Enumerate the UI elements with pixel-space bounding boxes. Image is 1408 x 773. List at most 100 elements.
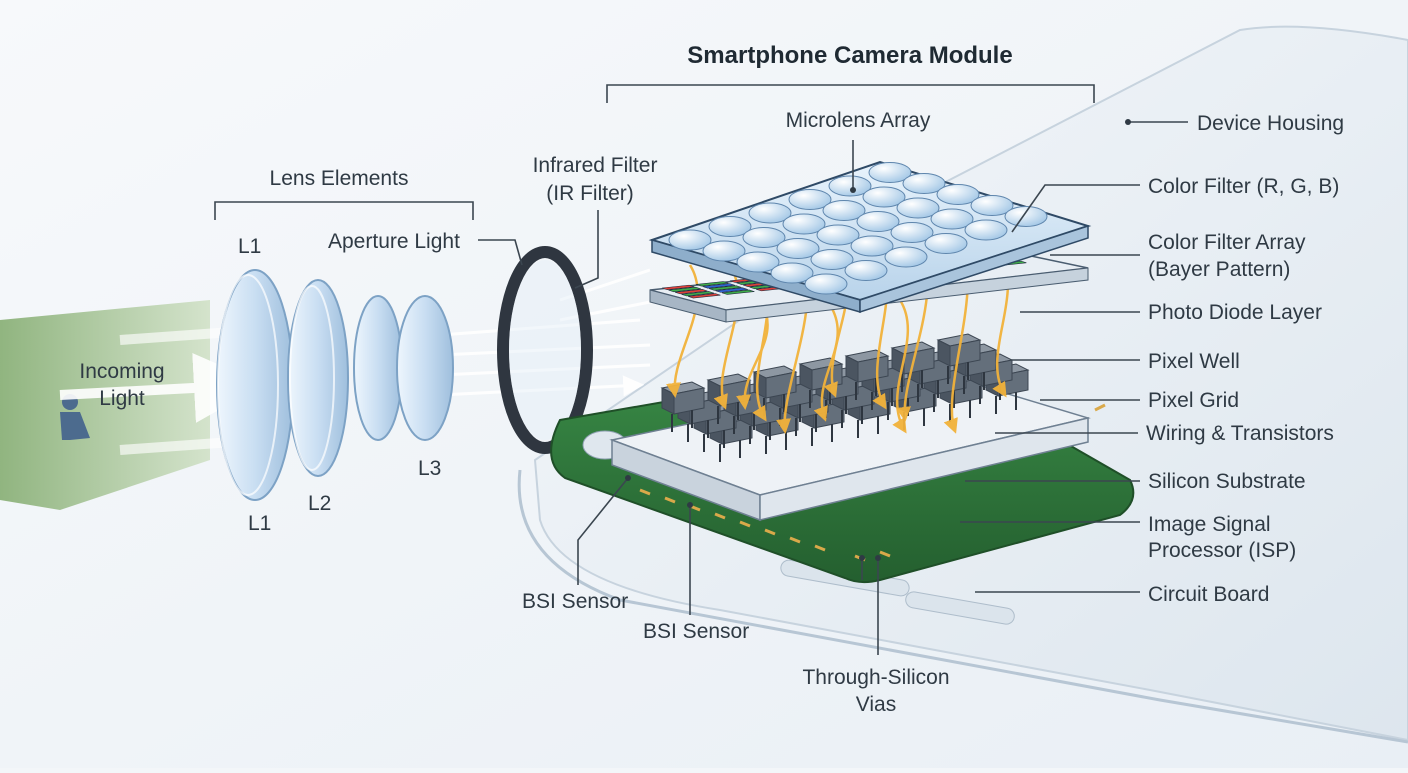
module-bracket bbox=[606, 84, 1095, 103]
bayer-cell bbox=[674, 289, 708, 295]
microlens-dome bbox=[668, 229, 712, 251]
leader-aperture-light bbox=[478, 239, 523, 266]
pixel-transistor-wire bbox=[703, 430, 725, 452]
microlens-dome bbox=[890, 222, 934, 243]
microlens-dome bbox=[896, 197, 940, 219]
light-path bbox=[713, 264, 739, 410]
microlens-dome bbox=[708, 216, 752, 237]
label-l1-top: L1 bbox=[238, 235, 261, 258]
bayer-cell bbox=[681, 291, 714, 297]
label-ir-filter-line2: (IR Filter) bbox=[546, 182, 634, 205]
label-color-filter-array-line2: (Bayer Pattern) bbox=[1148, 258, 1290, 281]
side-button-2 bbox=[905, 591, 1015, 625]
pixel-transistor-wire bbox=[841, 406, 863, 428]
microlens-dome bbox=[776, 238, 820, 259]
microlens-dome bbox=[856, 211, 900, 232]
label-microlens-array: Microlens Array bbox=[786, 109, 931, 132]
lens-elements-bracket bbox=[214, 201, 474, 220]
pixel-transistor-wire bbox=[963, 372, 985, 394]
label-l3: L3 bbox=[418, 457, 441, 480]
outdoor-scene bbox=[0, 300, 210, 510]
dot-device-housing bbox=[1125, 119, 1131, 125]
pixel-transistor-wire bbox=[671, 410, 693, 432]
leader-color-filter-rgb bbox=[1011, 184, 1140, 233]
pixel-transistor-wire bbox=[947, 362, 969, 384]
dot-bsi-sensor-2 bbox=[687, 502, 693, 508]
microlens-dome bbox=[902, 173, 946, 194]
microlens-dome bbox=[828, 175, 872, 197]
pixel-transistor-wire bbox=[765, 432, 787, 454]
label-lens-elements: Lens Elements bbox=[270, 167, 409, 190]
pixel-transistor-wire bbox=[749, 422, 771, 444]
label-tsv-line2: Vias bbox=[856, 693, 896, 716]
lens-element-l1 bbox=[216, 269, 294, 501]
lens-element-l3 bbox=[353, 295, 454, 441]
bayer-cell bbox=[687, 293, 721, 299]
bayer-cell bbox=[661, 284, 695, 290]
label-tsv-line1: Through-Silicon bbox=[802, 666, 949, 689]
label-wiring-transistors: Wiring & Transistors bbox=[1146, 422, 1334, 445]
pixel-transistor-wire bbox=[917, 380, 939, 402]
light-path bbox=[666, 264, 699, 398]
label-bsi-sensor-1: BSI Sensor bbox=[522, 590, 628, 613]
microlens-dome bbox=[936, 184, 980, 205]
label-aperture-light: Aperture Light bbox=[328, 230, 460, 253]
label-l2: L2 bbox=[308, 492, 331, 515]
bayer-cell bbox=[695, 281, 729, 287]
pixel-transistor-wire bbox=[811, 424, 833, 446]
leader-ir-filter bbox=[574, 210, 599, 289]
microlens-dome bbox=[862, 186, 906, 208]
label-incoming-light-line1: Incoming bbox=[79, 360, 164, 383]
device-housing-edge bbox=[517, 469, 1408, 744]
dot-bsi-sensor-1 bbox=[625, 475, 631, 481]
microlens-dome bbox=[788, 189, 832, 210]
bayer-cell bbox=[721, 289, 755, 295]
pixel-transistor-wire bbox=[857, 416, 879, 438]
microlens-dome bbox=[1004, 206, 1048, 227]
label-color-filter-rgb: Color Filter (R, G, B) bbox=[1148, 175, 1339, 198]
microlens-dome bbox=[782, 213, 826, 235]
bayer-cell bbox=[668, 286, 701, 293]
microlens-dome bbox=[850, 235, 894, 257]
label-isp-line1: Image Signal bbox=[1148, 513, 1271, 536]
label-ir-filter-line1: Infrared Filter bbox=[533, 154, 658, 177]
label-device-housing: Device Housing bbox=[1197, 112, 1344, 135]
light-path bbox=[813, 304, 839, 422]
diagram-title: Smartphone Camera Module bbox=[687, 42, 1012, 69]
microlens-dome bbox=[748, 202, 792, 224]
microlens-dome bbox=[822, 200, 866, 221]
pixel-transistor-wire bbox=[995, 392, 1017, 414]
microlens-dome bbox=[884, 246, 928, 268]
microlens-array bbox=[648, 160, 1092, 314]
bayer-cell bbox=[715, 287, 748, 293]
label-l1-bottom: L1 bbox=[248, 512, 271, 535]
leader-bsi-sensor-1 bbox=[577, 477, 629, 585]
label-circuit-board: Circuit Board bbox=[1148, 583, 1269, 606]
pixel-transistor-wire bbox=[871, 388, 893, 410]
pixel-transistor-wire bbox=[719, 440, 741, 462]
microlens-domes bbox=[668, 162, 1048, 295]
light-path bbox=[892, 299, 910, 434]
lens-element-l2 bbox=[287, 279, 349, 477]
ir-filter-ring bbox=[497, 246, 593, 454]
microlens-dome bbox=[736, 251, 780, 273]
microlens-dome bbox=[816, 224, 860, 246]
bayer-cell bbox=[708, 285, 742, 291]
microlens-dome bbox=[924, 233, 968, 254]
microlens-dome bbox=[964, 219, 1008, 241]
microlens-dome bbox=[844, 260, 888, 281]
microlens-dome bbox=[868, 162, 912, 183]
label-isp-line2: Processor (ISP) bbox=[1148, 539, 1296, 562]
pixel-transistor-wire bbox=[687, 420, 709, 442]
pixel-block-right bbox=[673, 387, 705, 415]
leader-tsv bbox=[861, 560, 879, 655]
label-silicon-substrate: Silicon Substrate bbox=[1148, 470, 1306, 493]
label-color-filter-array-line1: Color Filter Array bbox=[1148, 231, 1306, 254]
microlens-dome bbox=[742, 227, 786, 248]
bayer-cell bbox=[702, 283, 735, 289]
microlens-dome bbox=[804, 273, 848, 295]
board-gold-traces bbox=[639, 403, 1106, 562]
microlens-dome bbox=[970, 195, 1014, 216]
